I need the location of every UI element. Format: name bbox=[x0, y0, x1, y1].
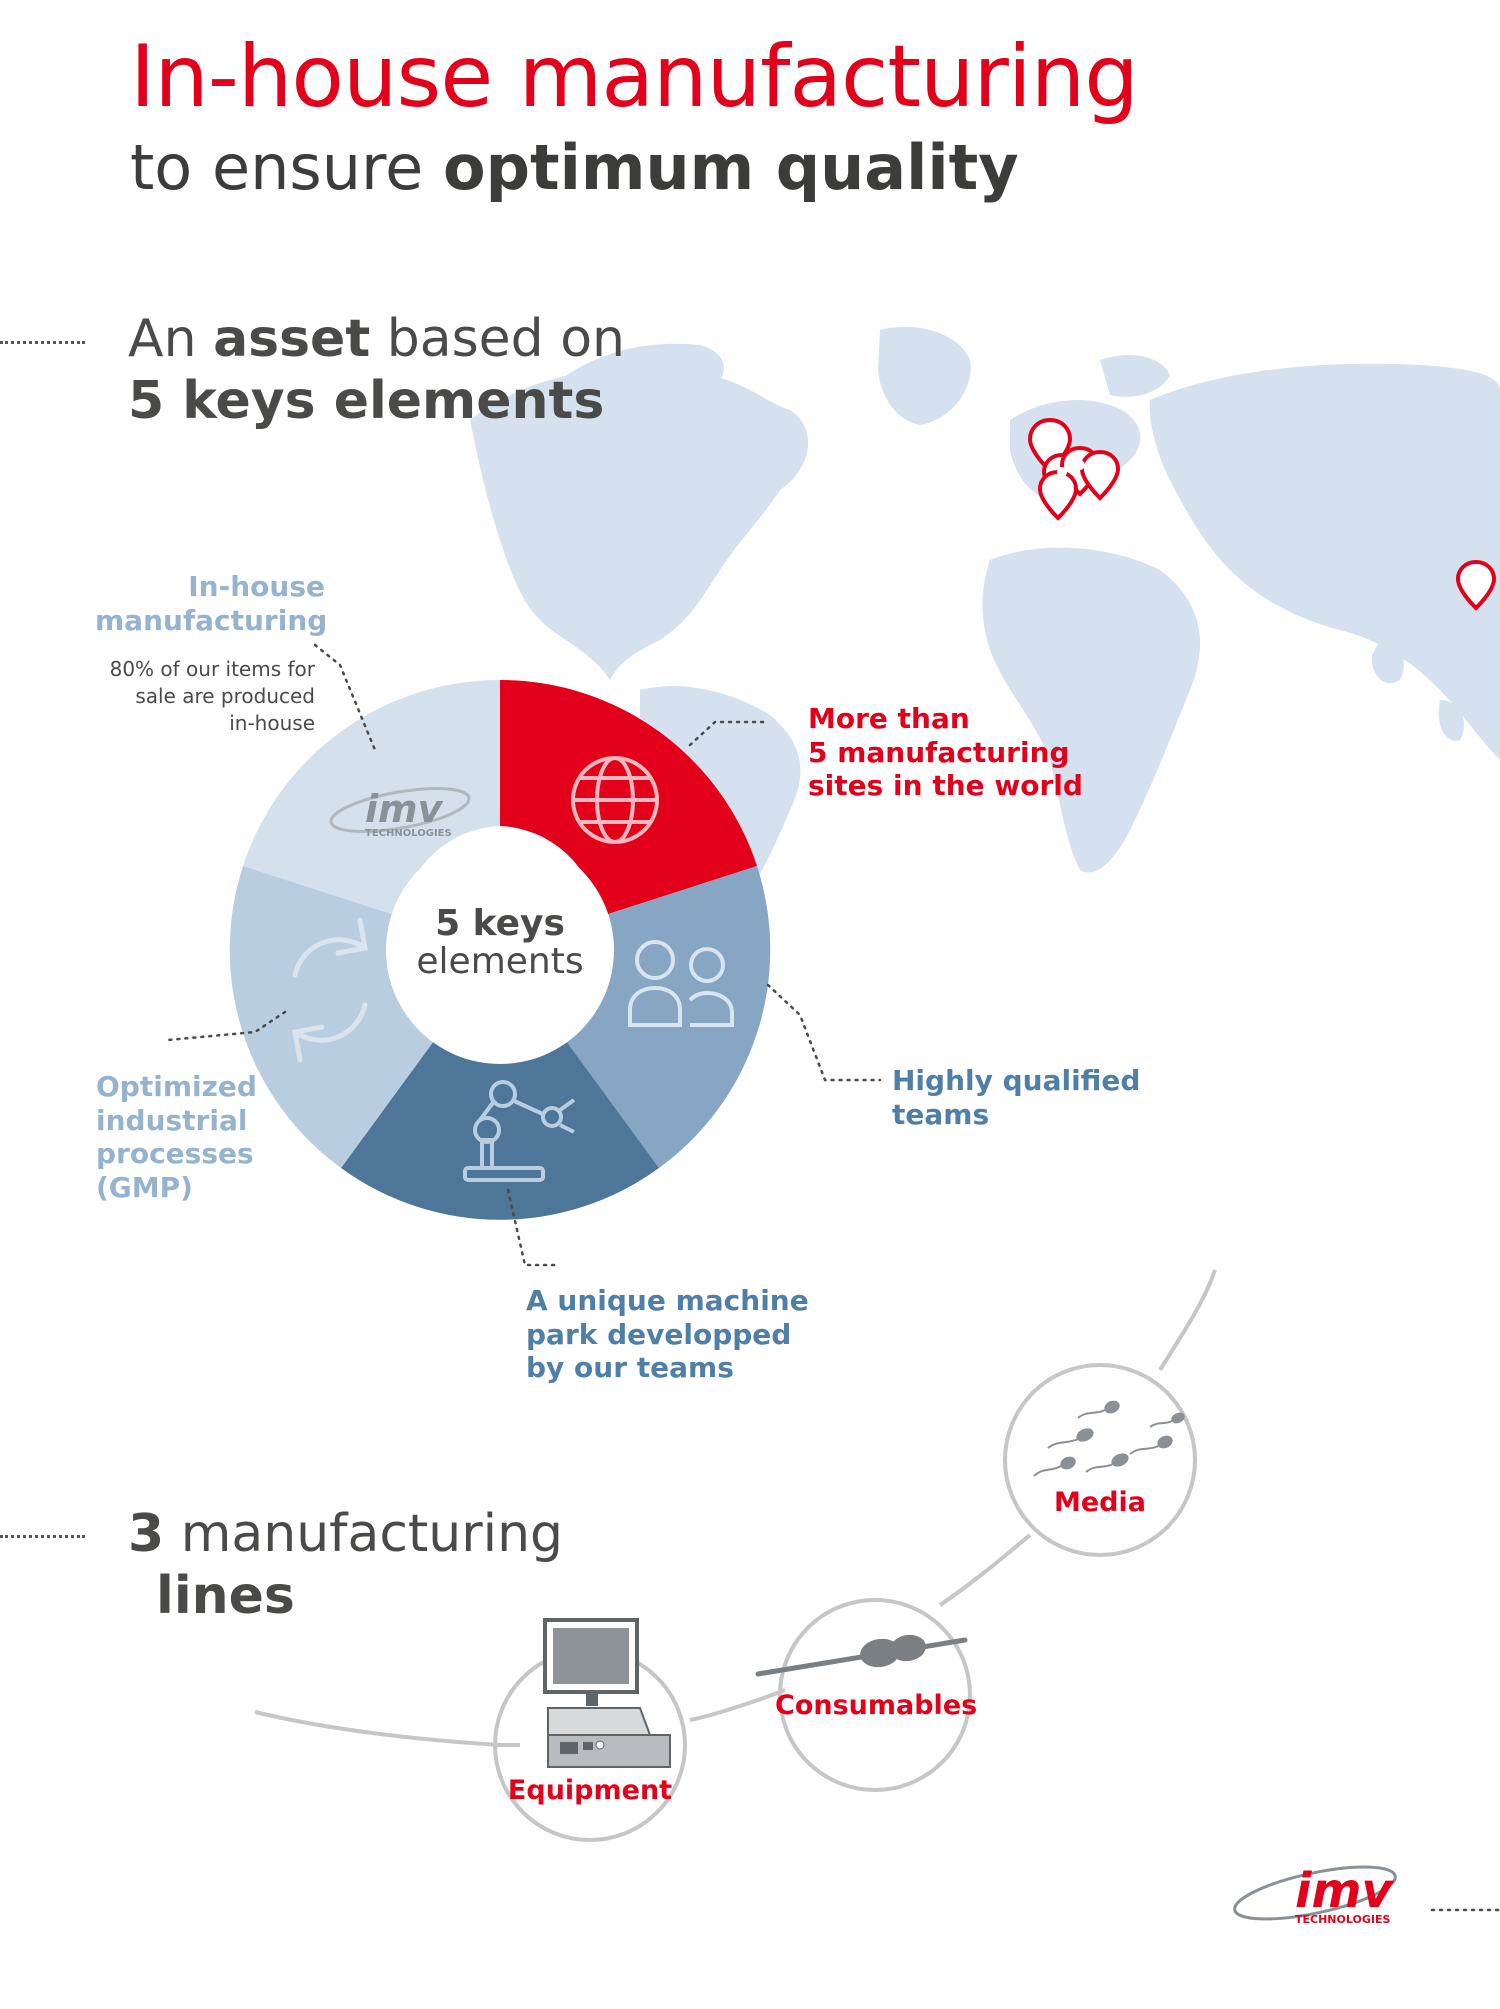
sperm-cells-icon bbox=[1033, 1400, 1185, 1477]
straw-icon bbox=[755, 1634, 968, 1677]
leader-inhouse bbox=[313, 643, 377, 752]
africa-shape bbox=[982, 547, 1200, 873]
equipment-icon bbox=[543, 1618, 671, 1768]
label-media: Media bbox=[1054, 1487, 1146, 1518]
map-pins bbox=[1027, 417, 1497, 611]
manufacturing-line-path bbox=[254, 1269, 1217, 1747]
globe-icon bbox=[571, 756, 659, 844]
robot-arm-icon bbox=[463, 1080, 576, 1182]
svg-text:imv: imv bbox=[365, 787, 444, 831]
label-processes: Optimized industrial processes (GMP) bbox=[96, 1070, 257, 1204]
imv-logo-donut: imv TECHNOLOGIES bbox=[329, 787, 471, 839]
leader-sites bbox=[688, 720, 767, 747]
media-circle bbox=[1003, 1363, 1197, 1557]
location-pin-icon bbox=[1037, 469, 1079, 521]
svg-text:TECHNOLOGIES: TECHNOLOGIES bbox=[365, 828, 452, 839]
label-consumables: Consumables bbox=[775, 1690, 978, 1721]
refresh-icon bbox=[292, 917, 368, 1063]
label-teams: Highly qualified teams bbox=[892, 1064, 1141, 1131]
asia-shape bbox=[1149, 363, 1500, 760]
page-subtitle: to ensure optimum quality bbox=[130, 131, 1019, 204]
label-inhouse-desc: 80% of our items for sale are produced i… bbox=[109, 657, 315, 735]
location-pin-icon bbox=[1079, 449, 1121, 501]
imv-logo: imv TECHNOLOGIES bbox=[1233, 1863, 1397, 1926]
section1-heading: An asset based on 5 keys elements bbox=[128, 309, 625, 432]
label-equipment: Equipment bbox=[507, 1775, 673, 1806]
logo-tagline: TECHNOLOGIES bbox=[1295, 1913, 1390, 1926]
people-icon bbox=[628, 940, 734, 1027]
leader-teams bbox=[766, 983, 882, 1082]
section1-dots bbox=[0, 341, 85, 344]
label-inhouse-title: In-house manufacturing bbox=[95, 570, 328, 637]
section2-heading: 3 manufacturing lines bbox=[128, 1504, 564, 1627]
page-title: In-house manufacturing bbox=[130, 27, 1139, 127]
label-sites: More than 5 manufacturing sites in the w… bbox=[808, 702, 1083, 803]
label-machine: A unique machine park developped by our … bbox=[526, 1284, 809, 1385]
consumables-circle bbox=[778, 1598, 972, 1792]
location-pin-icon bbox=[1455, 559, 1497, 611]
greenland-shape bbox=[878, 326, 971, 425]
logo-brand: imv bbox=[1295, 1863, 1394, 1919]
north-america-shape bbox=[470, 367, 809, 680]
leader-machine bbox=[506, 1188, 562, 1267]
section2-dots bbox=[0, 1535, 85, 1538]
